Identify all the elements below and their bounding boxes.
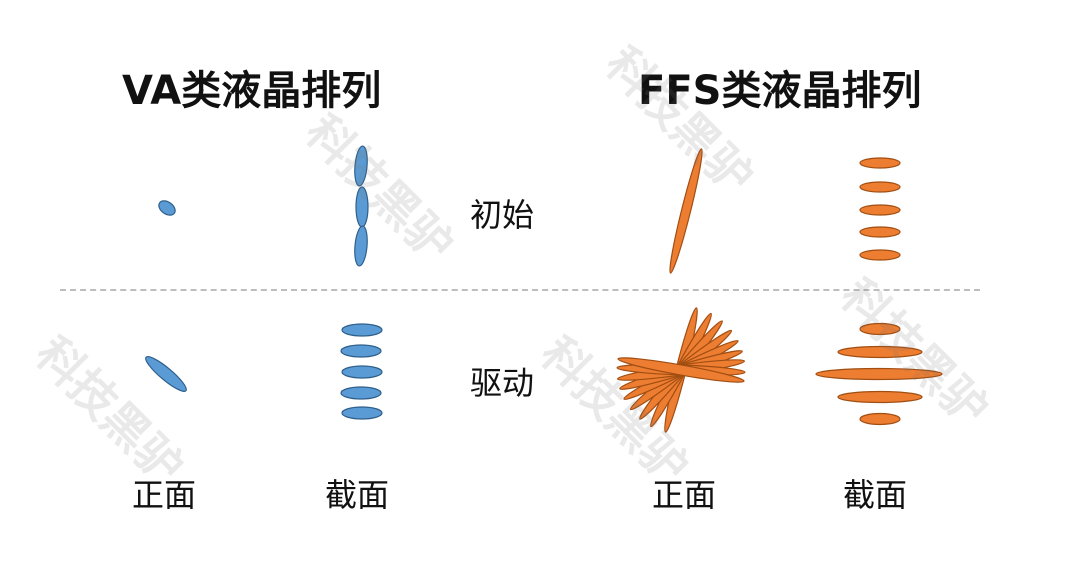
ffs-initial-section-molecule [859, 226, 901, 238]
column-label-va-front: 正面 [132, 476, 197, 514]
ffs-driven-section-molecule [815, 367, 943, 381]
va-driven-section-molecule [340, 386, 382, 400]
column-label-va-section: 截面 [325, 476, 390, 514]
ffs-initial-section-molecule [859, 249, 901, 261]
ffs-initial-front-molecule [669, 148, 703, 274]
va-initial-section-molecule [355, 186, 369, 228]
ffs-driven-front-molecule [617, 357, 745, 383]
ffs-driven-section-molecule [837, 345, 923, 359]
ffs-initial-section-molecule [859, 157, 901, 169]
row-label-driven: 驱动 [470, 364, 535, 402]
va-driven-section-molecule [340, 344, 382, 358]
ffs-driven-section-molecule [859, 412, 901, 426]
ffs-initial-section-molecule [859, 181, 901, 193]
row-label-initial: 初始 [470, 196, 535, 234]
ffs-initial-section-molecule [859, 204, 901, 216]
va-initial-section-molecule [354, 145, 368, 187]
va-driven-section-molecules [340, 323, 383, 420]
ffs-initial-section-molecules [859, 157, 901, 261]
column-label-ffs-section: 截面 [843, 476, 908, 514]
va-driven-section-molecule [341, 365, 383, 379]
va-driven-front-molecule [145, 356, 187, 392]
column-label-ffs-front: 正面 [652, 476, 717, 514]
ffs-driven-section-molecules [815, 322, 943, 426]
ffs-driven-section-molecule [837, 390, 923, 404]
va-driven-section-molecule [341, 406, 383, 420]
ffs-driven-section-molecule [859, 322, 901, 336]
va-initial-section-molecule [354, 225, 368, 267]
ffs-title: FFS类液晶排列 [638, 68, 922, 114]
va-initial-front-molecule [158, 200, 176, 216]
va-initial-section-molecules [354, 145, 369, 267]
row-divider [60, 289, 980, 291]
ffs-driven-front-fan [616, 307, 746, 433]
va-title: VA类液晶排列 [122, 68, 382, 114]
va-driven-section-molecule [341, 323, 383, 337]
